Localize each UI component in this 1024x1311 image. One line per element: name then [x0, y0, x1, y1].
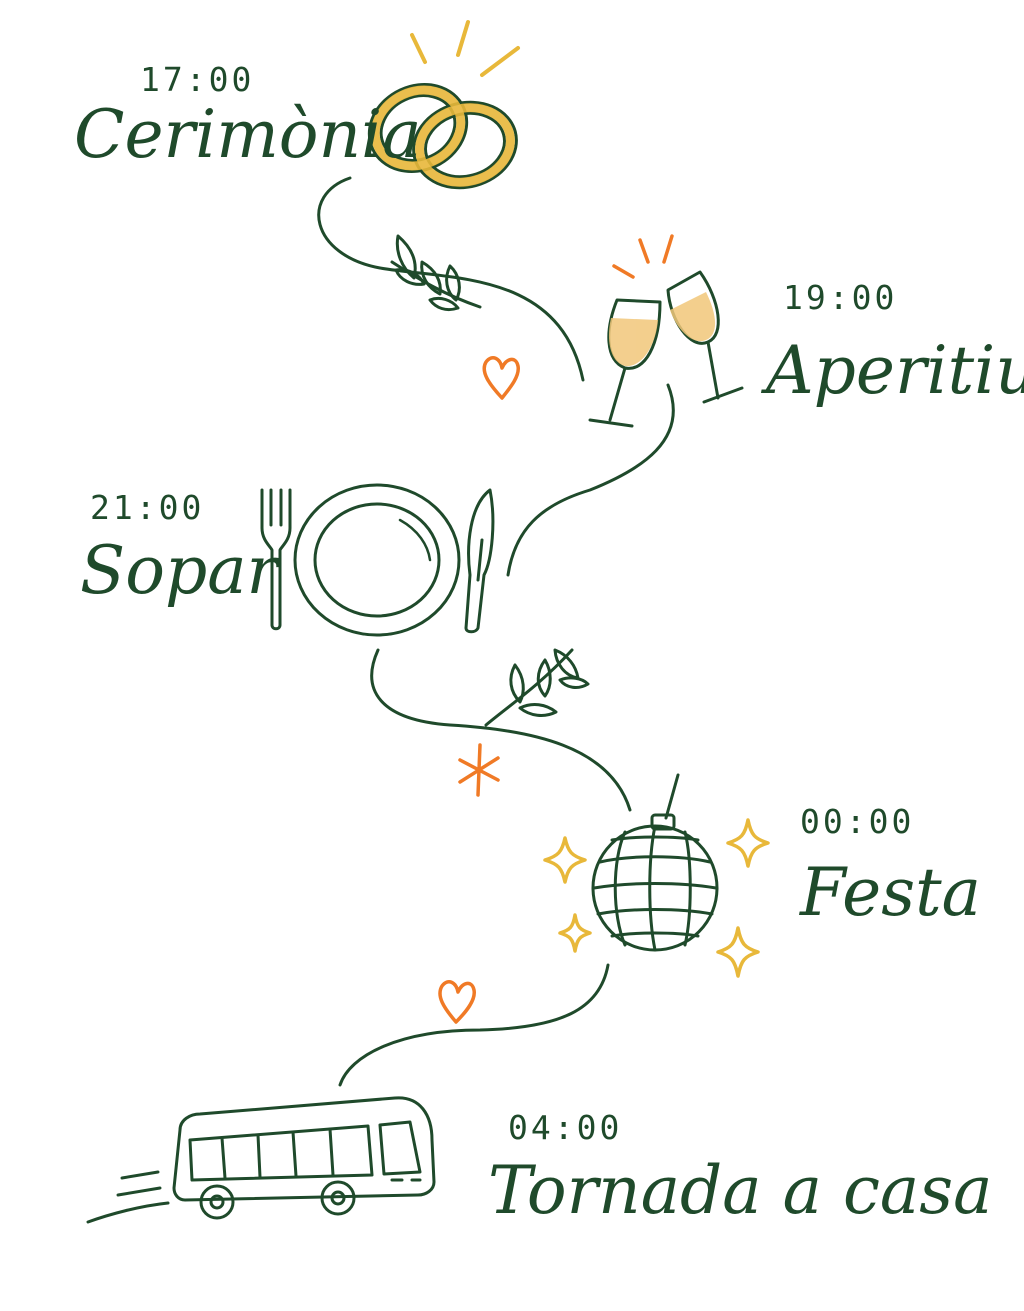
sparkle-icon: [716, 926, 760, 978]
bus-icon: [86, 1096, 436, 1224]
event-time: 17:00: [140, 60, 255, 99]
disco-ball-icon: [591, 773, 719, 952]
path-4: [338, 963, 610, 1087]
heart-icon: [438, 980, 476, 1024]
event-name: Aperitiu: [766, 332, 1024, 409]
event-name: Tornada a casa: [488, 1152, 993, 1229]
plate-icon: [293, 483, 461, 637]
event-name: Sopar: [80, 532, 279, 609]
fork-icon: [260, 488, 292, 631]
path-1: [317, 176, 585, 382]
cheers-rays-icon: [612, 234, 674, 279]
event-time: 00:00: [800, 802, 915, 841]
heart-icon: [482, 356, 520, 400]
event-time: 19:00: [783, 278, 898, 317]
knife-icon: [464, 488, 495, 634]
event-time: 04:00: [508, 1108, 623, 1147]
star-asterisk-icon: [458, 743, 500, 797]
sparkle-icon: [558, 913, 592, 953]
champagne-fill: [608, 292, 716, 367]
event-name: Festa: [800, 854, 981, 931]
event-name: Cerimònia: [74, 96, 422, 173]
rings-gold-fill: [370, 85, 515, 187]
path-2: [506, 383, 675, 577]
sparkle-icon: [726, 818, 770, 868]
leaf-branch-icon: [484, 648, 590, 727]
sparkle-icon: [543, 836, 587, 884]
ring-rays-icon: [410, 20, 520, 77]
leaf-branch-icon: [390, 234, 482, 312]
path-3: [370, 648, 632, 812]
event-time: 21:00: [90, 488, 205, 527]
